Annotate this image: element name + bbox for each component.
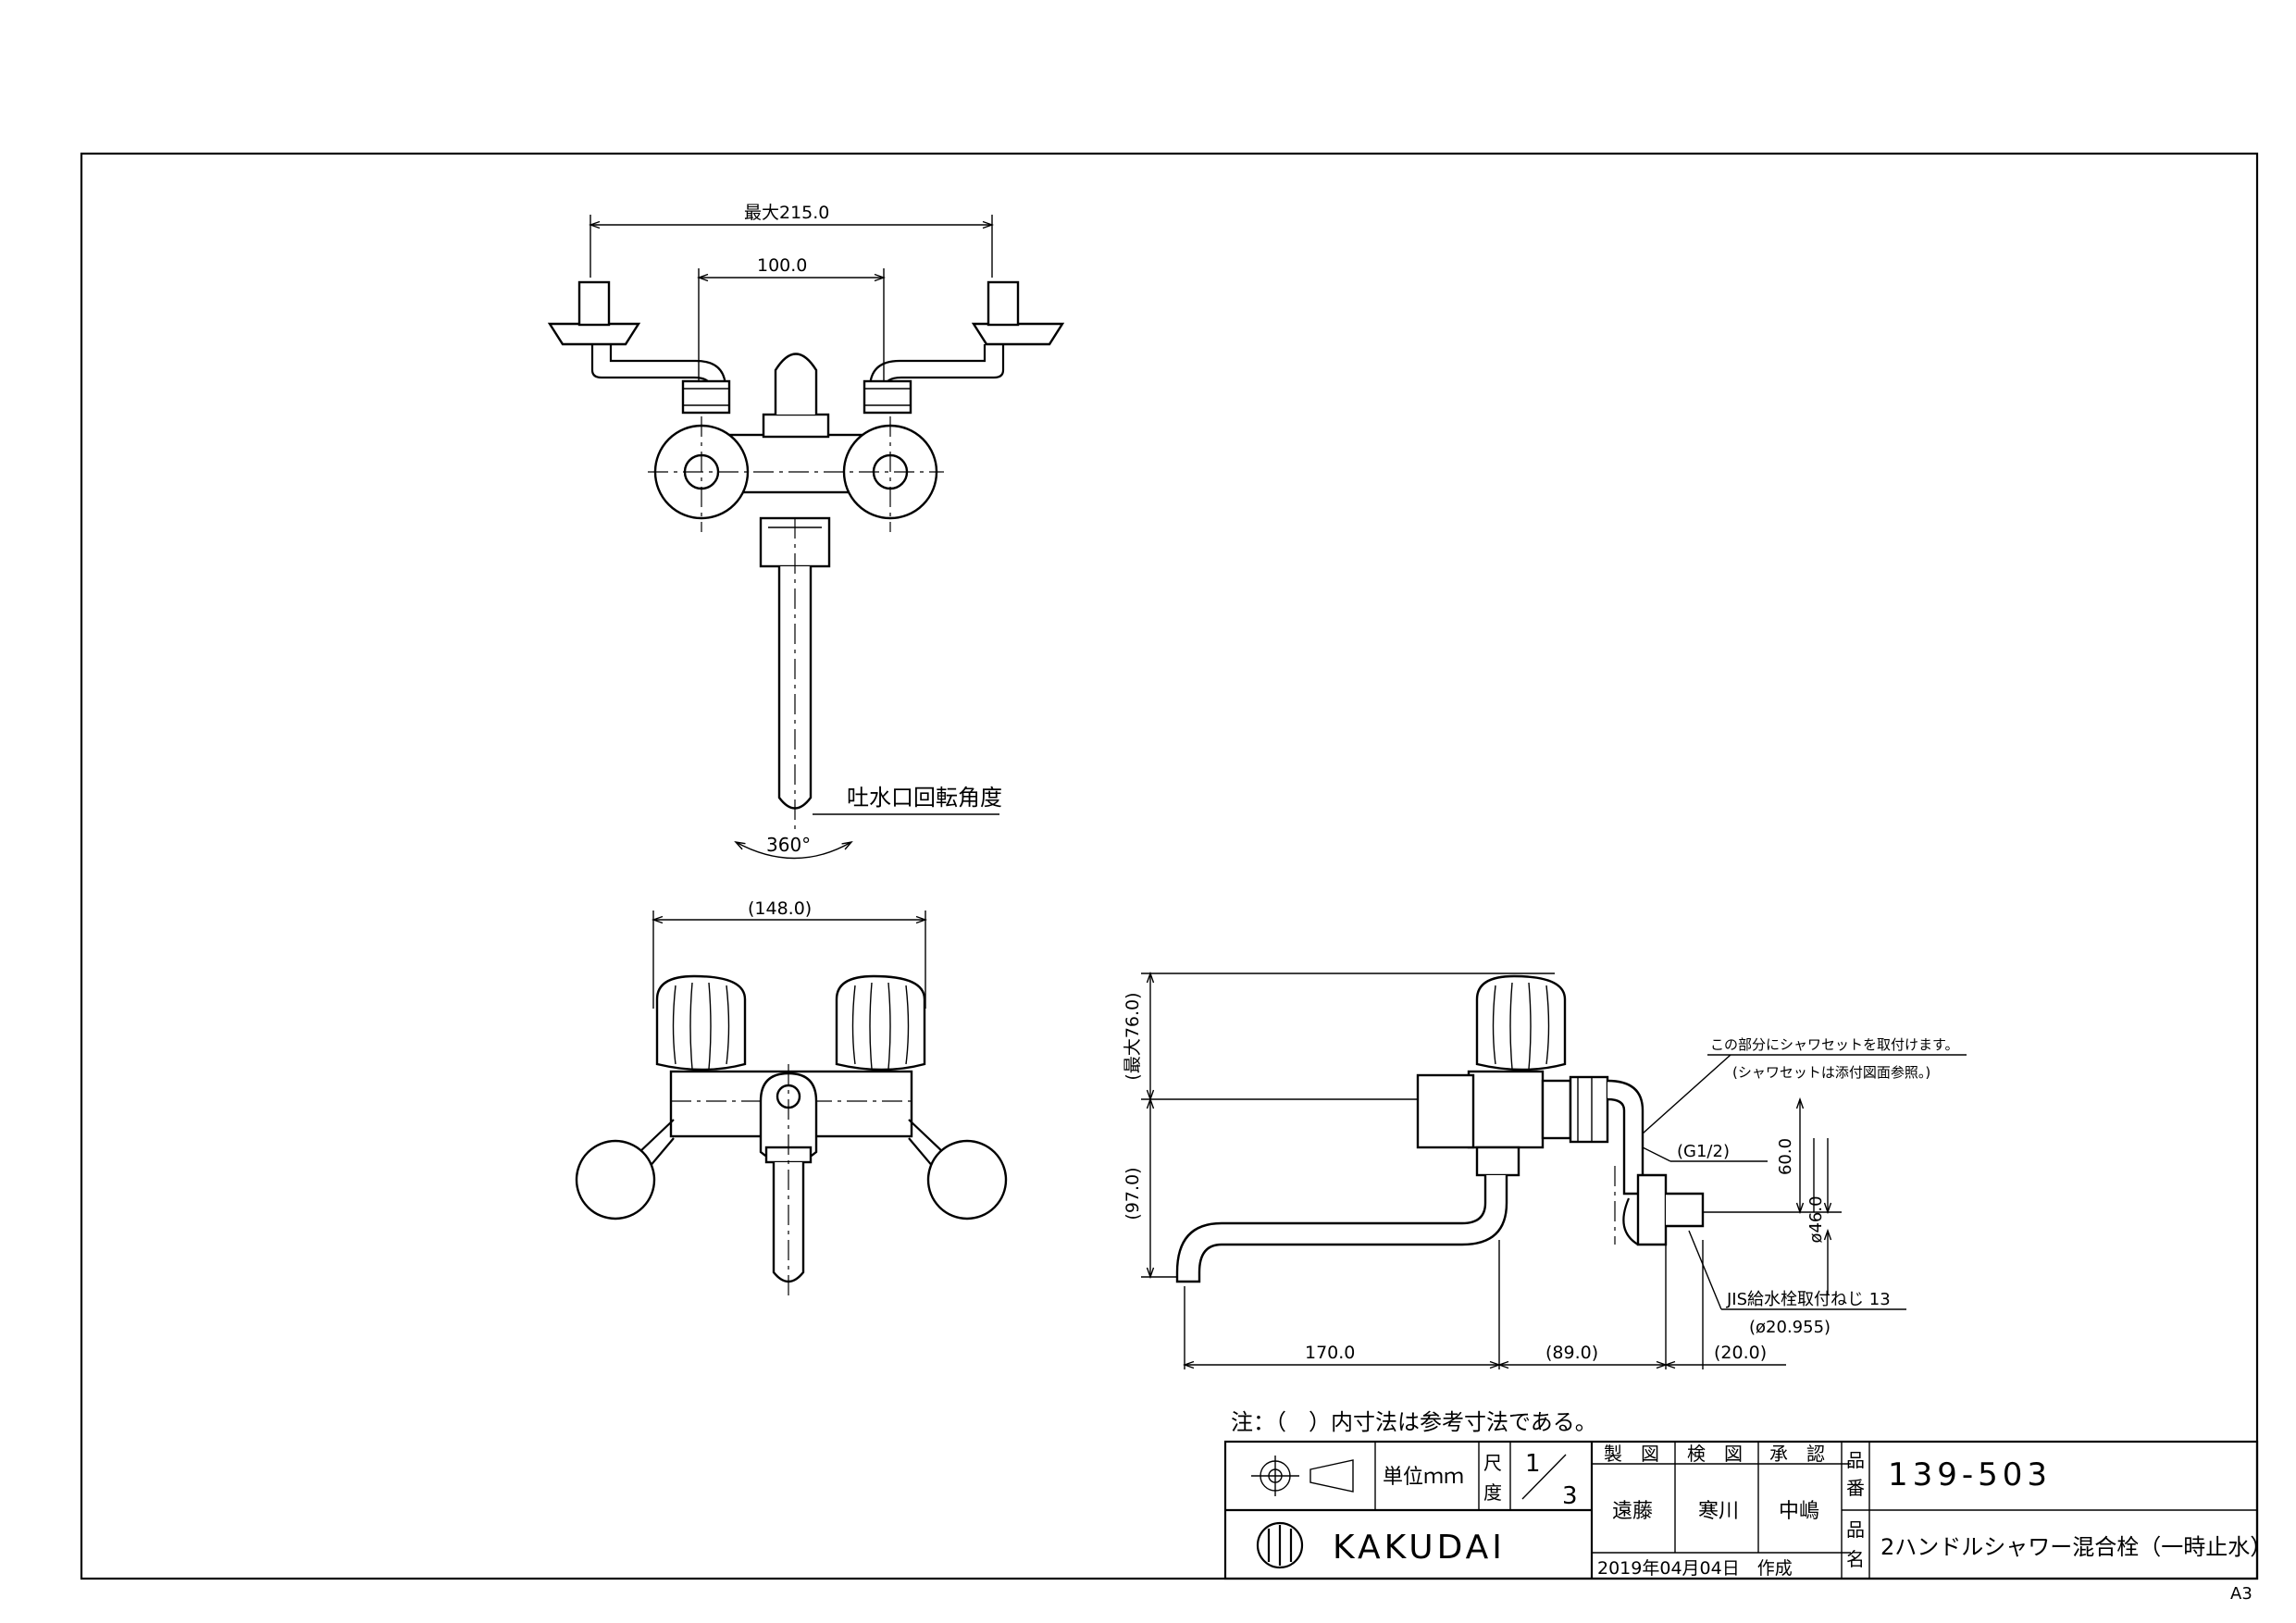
title-block: 単位ｍｍ 尺 度 1 3 KAKUDAI 製 図 検 図 承 認 遠藤 寒川 中… xyxy=(1223,1440,2272,1580)
thread-g: (G1/2) xyxy=(1677,1142,1730,1161)
checked-by: 寒川 xyxy=(1698,1500,1739,1523)
dim-handle-pitch: 100.0 xyxy=(757,255,807,276)
shower-note-2: (シャワセットは添付図面参照。) xyxy=(1732,1064,1930,1081)
jis-thread-dia: (ø20.955) xyxy=(1749,1318,1831,1337)
spout-rotation-label: 吐水口回転角度 xyxy=(847,785,1002,811)
dim-spout-length: 170.0 xyxy=(1305,1343,1355,1363)
made-label: 製 図 xyxy=(1604,1443,1659,1465)
unit-label: 単位ｍｍ xyxy=(1383,1466,1464,1489)
scale-denominator: 3 xyxy=(1562,1482,1578,1510)
scale-label-top: 尺 xyxy=(1483,1452,1502,1474)
dim-body-width: (148.0) xyxy=(748,898,812,919)
approve-label: 承 認 xyxy=(1769,1443,1825,1465)
name-label-1: 品 xyxy=(1846,1518,1865,1541)
name-label-2: 名 xyxy=(1846,1548,1865,1570)
creation-date: 2019年04月04日 作成 xyxy=(1597,1558,1793,1579)
dim-depth-20: (20.0) xyxy=(1714,1343,1767,1363)
scale-numerator: 1 xyxy=(1525,1450,1541,1478)
dim-vertical-60: 60.0 xyxy=(1776,1138,1795,1175)
rotation-angle: 360° xyxy=(766,834,811,856)
dim-vertical-97: (97.0) xyxy=(1123,1167,1143,1220)
kakudai-logo: KAKUDAI xyxy=(1256,1521,1506,1569)
approved-by: 中嶋 xyxy=(1779,1500,1819,1523)
shower-note-1: この部分にシャワセットを取付けます。 xyxy=(1710,1036,1959,1053)
part-no-label-1: 品 xyxy=(1846,1449,1865,1471)
part-number: 139-503 xyxy=(1888,1456,2052,1493)
product-name: 2ハンドルシャワー混合栓（一時止水） xyxy=(1880,1534,2272,1560)
dim-max-height: (最大76.0) xyxy=(1123,992,1143,1080)
reference-note: 注：（ ）内寸法は参考寸法である。 xyxy=(1231,1409,1597,1435)
part-no-label-2: 番 xyxy=(1846,1477,1865,1499)
check-label: 検 図 xyxy=(1687,1443,1743,1465)
jis-thread: JIS給水栓取付ねじ 13 xyxy=(1726,1290,1891,1309)
sheet-size: A3 xyxy=(2230,1584,2253,1604)
scale-label-bottom: 度 xyxy=(1483,1481,1502,1504)
brand-name: KAKUDAI xyxy=(1333,1529,1506,1567)
dim-diameter-46: ø46.0 xyxy=(1806,1196,1826,1243)
front-view: (148.0) xyxy=(575,898,1008,1295)
dim-max-width: 最大215.0 xyxy=(744,203,829,223)
side-view: (最大76.0) (97.0) 60.0 ø46.0 xyxy=(1123,973,1967,1369)
made-by: 遠藤 xyxy=(1612,1500,1653,1523)
sheet-border xyxy=(80,152,2259,1580)
top-view: 吐水口回転角度 360° 最大215.0 100.0 xyxy=(547,203,1065,860)
dim-depth-89: (89.0) xyxy=(1545,1343,1598,1363)
